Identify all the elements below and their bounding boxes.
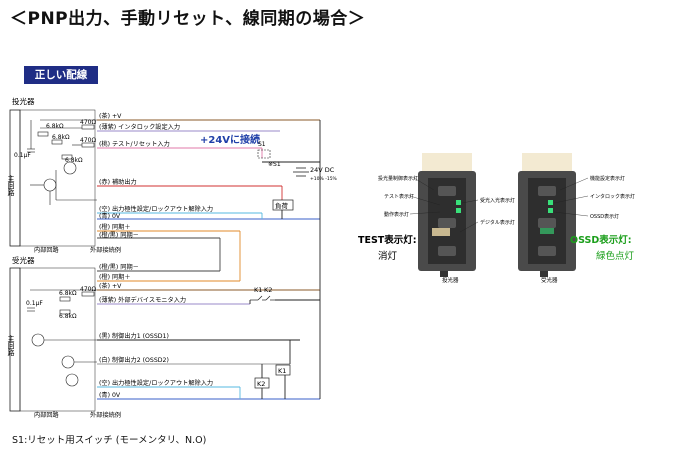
emitter-res-5: 470Ω	[80, 137, 96, 144]
receiver-device-label-2: インタロック表示灯	[590, 193, 635, 200]
receiver-wire-label-2: (橙) 同期＋	[99, 273, 131, 281]
emitter-leader-lines	[409, 177, 479, 233]
page-title: ＜PNP出力、手動リセット、線同期の場合＞	[10, 9, 366, 29]
receiver-device-label-3: OSSD表示灯	[590, 213, 619, 220]
relay-k1	[275, 364, 291, 376]
power-supply-symbol	[293, 167, 309, 177]
emitter-capacitor: 0.1μF	[14, 152, 31, 159]
receiver-res-1: 6.8kΩ	[59, 290, 77, 297]
switch-s1	[257, 149, 271, 159]
correct-wiring-badge: 正しい配線	[24, 66, 98, 84]
receiver-device-caption: 受光器	[541, 276, 558, 284]
emitter-device-right-label-2: デジタル表示灯	[480, 219, 515, 226]
relay-k2-label: K2	[257, 380, 265, 388]
relay-k1-label: K1	[278, 367, 286, 375]
receiver-wire-label-4: (薄紫) 外部デバイスモニタ入力	[99, 296, 186, 304]
receiver-label: 受光器	[12, 255, 35, 265]
receiver-wire-label-6: (白) 制御出力2 (OSSD2)	[99, 356, 169, 364]
emitter-device-illustration	[418, 153, 476, 277]
receiver-device-illustration	[518, 153, 576, 277]
emitter-res-4: 470Ω	[80, 119, 96, 126]
emitter-wire-label-4: (赤) 補助出力	[99, 178, 137, 186]
receiver-internal-circuit: 内部回路	[34, 411, 60, 419]
emitter-device-label-3: 動作表示灯	[384, 211, 409, 218]
emitter-internal-circuit: 内部回路	[34, 246, 60, 254]
receiver-wire-label-3: (茶) +V	[99, 282, 122, 290]
load-label: 負荷	[275, 201, 289, 210]
emitter-circuit	[27, 119, 97, 205]
relay-contacts	[250, 295, 275, 301]
emitter-res-2: 6.8kΩ	[52, 134, 70, 141]
emitter-res-3: 6.8kΩ	[65, 157, 83, 164]
receiver-wire-label-1: (橙/黒) 同期－	[99, 263, 139, 271]
emitter-wire-label-5: (空) 出力極性設定/ロックアウト解除入力	[99, 205, 213, 213]
receiver-wire-label-7: (空) 出力極性設定/ロックアウト解除入力	[99, 379, 213, 387]
receiver-device-label-1: 機能設定表示灯	[590, 175, 625, 182]
emitter-device-right-label-1: 受光入光表示灯	[480, 197, 515, 204]
emitter-res-1: 6.8kΩ	[46, 123, 64, 130]
load-box	[272, 199, 294, 211]
emitter-device-caption: 投光器	[442, 276, 459, 284]
receiver-leader-lines	[553, 177, 589, 217]
power-label: 24V DC	[310, 166, 335, 174]
emitter-wire-label-2: (薄紫) インタロック設定入力	[99, 123, 180, 131]
switch-s1-label: S1	[258, 141, 266, 148]
emitter-wire-label-1: (茶) +V	[99, 112, 122, 120]
emitter-device-label-1: 投光量制御表示灯	[378, 175, 418, 182]
switch-s1-note: ※S1	[268, 161, 281, 168]
emitter-main-circuit-label: 主回路	[7, 174, 15, 197]
receiver-circuit	[27, 289, 97, 387]
test-led-callout-status: 消灯	[378, 250, 398, 262]
ossd-led-callout-title: OSSD表示灯:	[570, 234, 632, 246]
emitter-device-label-2: テスト表示灯	[384, 193, 414, 200]
receiver-wire-label-8: (青) 0V	[99, 391, 121, 399]
test-led-callout-title: TEST表示灯:	[358, 234, 417, 246]
relay-contact-k1: K1	[254, 286, 262, 294]
receiver-main-circuit-label: 主回路	[7, 334, 15, 357]
annotation-24v: +24Vに接続	[200, 133, 260, 146]
emitter-wire-label-6: (青) 0V	[99, 212, 121, 220]
receiver-circuit-frame	[19, 267, 96, 412]
emitter-external-wiring: 外部接続例	[90, 246, 121, 254]
footnote: S1:リセット用スイッチ (モーメンタリ、N.O)	[12, 435, 207, 446]
receiver-wire-label-5: (黒) 制御出力1 (OSSD1)	[99, 332, 169, 340]
emitter-circuit-frame	[19, 109, 96, 247]
power-tolerance: +10% -15%	[310, 176, 338, 182]
emitter-wire-label-7: (橙) 同期＋	[99, 223, 131, 231]
receiver-res-2: 6.8kΩ	[59, 313, 77, 320]
ossd-led-callout-status: 緑色点灯	[596, 250, 635, 262]
receiver-res-3: 470Ω	[80, 286, 96, 293]
receiver-capacitor: 0.1μF	[26, 300, 43, 307]
relay-k2	[254, 377, 270, 389]
emitter-label: 投光器	[12, 96, 35, 106]
relay-contact-k2: K2	[264, 286, 272, 294]
receiver-external-wiring: 外部接続例	[90, 411, 121, 419]
emitter-wire-label-3: (桃) テスト/リセット入力	[99, 140, 170, 148]
emitter-wire-label-8: (橙/黒) 同期－	[99, 231, 139, 239]
